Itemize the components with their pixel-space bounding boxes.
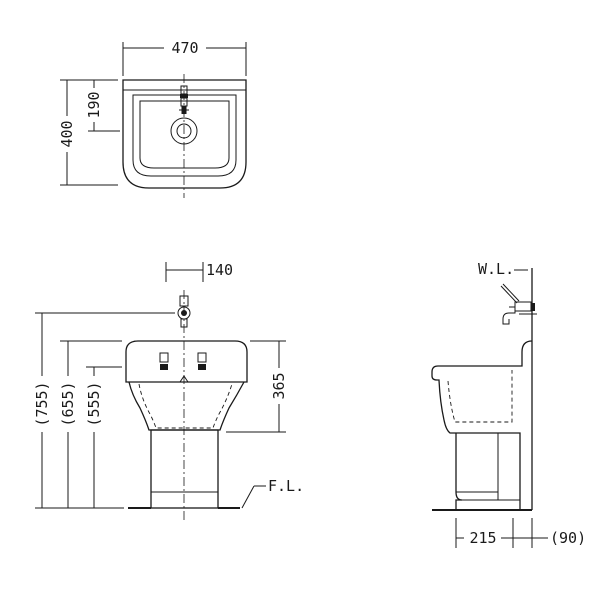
side-view: W.L. 215 (90) <box>431 260 586 548</box>
front-floor-leader <box>241 485 255 509</box>
plan-bowl-inner <box>132 94 237 177</box>
side-wall-gap-label: (90) <box>550 529 586 547</box>
plan-bowl-floor <box>139 100 230 169</box>
side-sink-profile <box>431 340 533 510</box>
plan-width-label: 470 <box>171 39 198 57</box>
front-height-755-label: (755) <box>33 381 51 426</box>
side-bowl-hidden <box>447 370 513 423</box>
front-pedestal <box>150 429 219 509</box>
front-bowl-depth-label: 365 <box>270 372 288 399</box>
front-view: 140 F.L. <box>33 261 304 520</box>
front-height-655-label: (655) <box>59 381 77 426</box>
front-tap-hole-left-icon <box>159 352 169 370</box>
front-height-555-label: (555) <box>85 381 103 426</box>
side-wall-label: W.L. <box>478 260 514 278</box>
side-pedestal <box>455 433 463 510</box>
plan-depth-label: 400 <box>58 120 76 147</box>
plan-sink-outline <box>122 79 247 189</box>
side-projection-label: 215 <box>469 529 496 547</box>
front-bowl-top <box>125 340 248 383</box>
front-faucet-spacing-label: 140 <box>206 261 233 279</box>
plan-view: 470 400 190 <box>58 39 247 198</box>
plan-drain-offset-label: 190 <box>85 91 103 118</box>
front-tap-hole-right-icon <box>197 352 207 370</box>
front-bowl-hidden <box>138 383 233 429</box>
side-faucet-icon <box>500 283 537 325</box>
front-floor-label: F.L. <box>268 477 304 495</box>
